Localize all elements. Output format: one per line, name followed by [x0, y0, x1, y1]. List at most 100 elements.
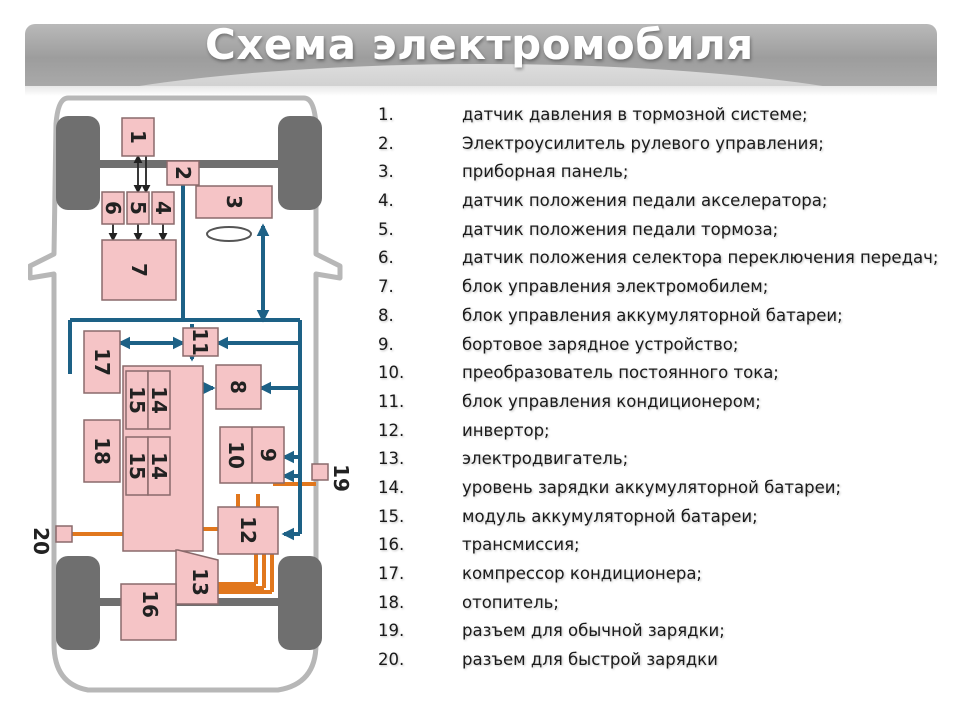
page-title: Схема электромобиля: [205, 20, 754, 69]
label-5: 5: [126, 201, 150, 215]
legend-text: приборная панель;: [462, 162, 629, 182]
legend-number: 7.: [378, 277, 394, 297]
block-11: [182, 327, 219, 357]
block-2: [166, 160, 200, 186]
legend-item: 13. электродвигатель;: [378, 445, 953, 474]
legend-item: 5. датчик положения педали тормоза;: [378, 216, 953, 245]
legend-number: 13.: [378, 449, 405, 469]
label-8: 8: [226, 380, 250, 394]
ev-diagram: 1 2 3 4 5 6 7 8 9 10 11 12 13 14 15 14 1…: [27, 84, 368, 718]
legend-number: 20.: [378, 650, 405, 670]
legend-item: 18. отопитель;: [378, 589, 953, 618]
legend-item: 14. уровень зарядки аккумуляторной батаре…: [378, 474, 953, 503]
legend-item: 12. инвертор;: [378, 417, 953, 446]
legend-item: 9. бортовое зарядное устройство;: [378, 331, 953, 360]
block-1: [121, 117, 155, 157]
legend-number: 3.: [378, 162, 394, 182]
legend-text: блок управления аккумуляторной батареи;: [462, 305, 843, 325]
power-lines: [68, 370, 316, 594]
block-12: [217, 506, 279, 555]
block-labels: 1 2 3 4 5 6 7 8 9 10 11 12 13 14 15 14 1…: [29, 130, 353, 618]
legend-number: 9.: [378, 334, 394, 354]
block-6: [101, 191, 125, 225]
legend-text: уровень зарядки аккумуляторной батареи;: [462, 477, 842, 497]
legend-number: 6.: [378, 248, 394, 268]
block-16: [120, 583, 177, 641]
legend-number: 15.: [378, 506, 405, 526]
legend-item: 10. преобразователь постоянного тока;: [378, 359, 953, 388]
wheel-front-right: [278, 116, 322, 210]
label-14a: 14: [147, 386, 171, 414]
legend-item: 19. разъем для обычной зарядки;: [378, 617, 953, 646]
legend-text: датчик положения педали акселератора;: [462, 191, 828, 211]
block-15b: [147, 436, 171, 496]
legend-item: 7. блок управления электромобилем;: [378, 273, 953, 302]
legend-number: 4.: [378, 191, 394, 211]
legend-number: 18.: [378, 592, 405, 612]
label-2: 2: [171, 166, 195, 180]
legend-number: 10.: [378, 363, 405, 383]
label-4: 4: [151, 201, 175, 215]
legend-number: 2.: [378, 133, 394, 153]
wheel-rear-right: [278, 556, 322, 650]
steering-wheel: [206, 226, 252, 242]
title-banner: [25, 24, 937, 86]
block-19: [311, 463, 329, 481]
legend-item: 3. приборная панель;: [378, 158, 953, 187]
label-7: 7: [127, 263, 151, 277]
legend-number: 1.: [378, 105, 394, 124]
label-10: 10: [224, 441, 248, 469]
legend-item: 6. датчик положения селектора переключени…: [378, 244, 953, 273]
label-18: 18: [90, 437, 114, 465]
label-6: 6: [101, 201, 125, 215]
legend-text: датчик давления в тормозной системе;: [462, 105, 808, 124]
label-17: 17: [90, 348, 114, 376]
block-18: [83, 419, 121, 483]
block-5: [126, 191, 150, 225]
legend-text: компрессор кондиционера;: [462, 564, 702, 583]
ev-diagram-svg: 1 2 3 4 5 6 7 8 9 10 11 12 13 14 15 14 1…: [27, 95, 353, 693]
block-4: [151, 191, 175, 225]
legend-number: 8.: [378, 305, 394, 325]
legend-text: модуль аккумуляторной батареи;: [462, 506, 758, 526]
block-20: [55, 525, 73, 543]
label-1: 1: [126, 130, 150, 144]
block-17: [83, 330, 121, 394]
title-banner-fade: [25, 86, 937, 96]
legend-text: инвертор;: [462, 420, 550, 440]
legend-number: 16.: [378, 535, 405, 555]
label-15b: 15: [125, 452, 149, 480]
legend-text: датчик положения педали тормоза;: [462, 219, 779, 239]
legend-text: блок управления кондиционером;: [462, 391, 761, 411]
legend-item: 17.компрессор кондиционера;: [378, 560, 953, 589]
label-13: 13: [188, 568, 212, 596]
legend-item: 20.разъем для быстрой зарядки: [378, 646, 953, 675]
label-20: 20: [29, 527, 53, 555]
legend-number: 12.: [378, 420, 405, 440]
legend-text: электродвигатель;: [462, 449, 629, 469]
legend-number: 14.: [378, 477, 405, 497]
block-7: [101, 239, 177, 301]
legend-text: датчик положения селектора переключения …: [462, 248, 939, 268]
legend-item: 11.блок управления кондиционером;: [378, 388, 953, 417]
legend-item: 4. датчик положения педали акселератора;: [378, 187, 953, 216]
block-8: [215, 364, 262, 410]
legend-text: Электроусилитель рулевого управления;: [462, 133, 824, 153]
legend-number: 5.: [378, 219, 394, 239]
legend-item: 1. датчик давления в тормозной системе;: [378, 101, 953, 130]
label-12: 12: [236, 516, 260, 544]
legend-text: трансмиссия;: [462, 535, 580, 555]
legend-text: преобразователь постоянного тока;: [462, 363, 779, 383]
label-15a: 15: [125, 386, 149, 414]
legend-item: 15. модуль аккумуляторной батареи;: [378, 503, 953, 532]
legend-number: 19.: [378, 621, 405, 641]
label-11: 11: [188, 328, 212, 356]
label-16: 16: [138, 590, 162, 618]
legend-text: блок управления электромобилем;: [462, 277, 769, 297]
legend-text: разъем для обычной зарядки;: [462, 621, 725, 641]
legend-text: бортовое зарядное устройство;: [462, 334, 739, 354]
legend-item: 8. блок управления аккумуляторной батареи…: [378, 302, 953, 331]
wheel-rear-left: [56, 556, 100, 650]
legend-item: 2. Электроусилитель рулевого управления;: [378, 130, 953, 159]
legend-text: отопитель;: [462, 592, 559, 612]
